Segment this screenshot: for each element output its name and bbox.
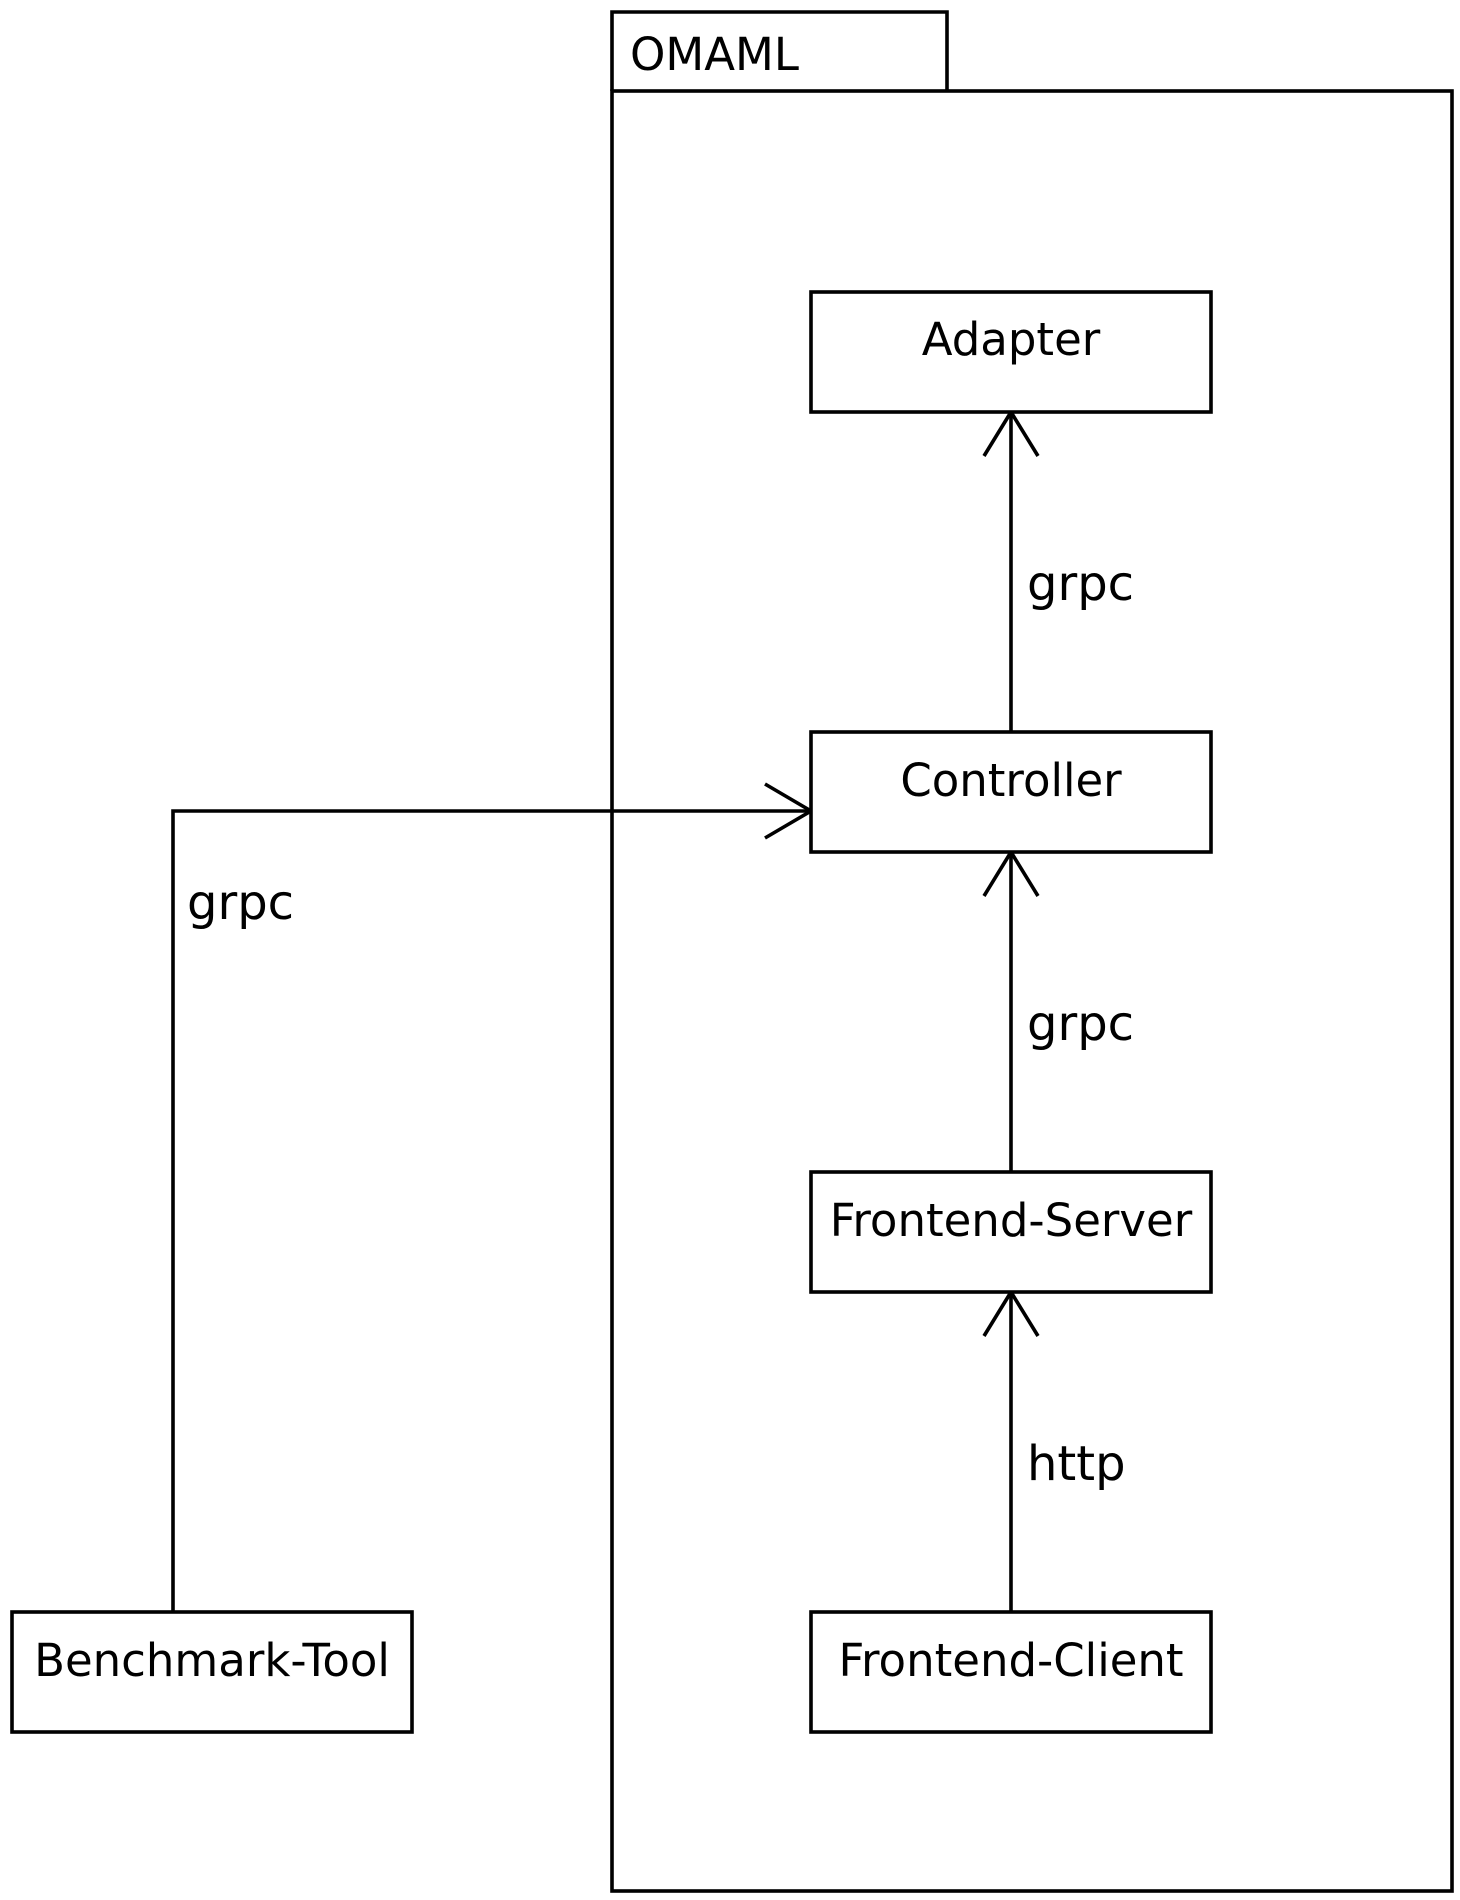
node-benchmark-tool: Benchmark-Tool: [10, 1610, 414, 1734]
connector-line: [171, 809, 811, 1611]
node-box: [10, 1610, 414, 1734]
node-box: [809, 730, 1213, 854]
edge-label: grpc: [187, 875, 294, 931]
node-frontend-client: Frontend-Client: [809, 1610, 1213, 1734]
edge-benchmark-tool-to-controller: grpc: [171, 782, 815, 1611]
node-label: Adapter: [922, 313, 1101, 366]
node-label: Frontend-Client: [838, 1634, 1183, 1687]
node-frontend-server: Frontend-Server: [809, 1170, 1213, 1294]
node-box: [809, 290, 1213, 414]
node-box: [809, 1610, 1213, 1734]
node-box: [809, 1170, 1213, 1294]
edge-label: grpc: [1027, 556, 1134, 612]
node-label: Frontend-Server: [830, 1194, 1193, 1247]
node-controller: Controller: [809, 730, 1213, 854]
node-label: Controller: [900, 754, 1122, 807]
edge-label: http: [1027, 1436, 1126, 1492]
edge-controller-to-adapter: grpc: [982, 408, 1134, 731]
package-tab: [610, 10, 949, 91]
package-label: OMAML: [630, 28, 799, 81]
node-label: Benchmark-Tool: [34, 1634, 390, 1687]
edge-frontend-client-to-frontend-server: http: [982, 1288, 1126, 1611]
edge-label: grpc: [1027, 996, 1134, 1052]
node-adapter: Adapter: [809, 290, 1213, 414]
